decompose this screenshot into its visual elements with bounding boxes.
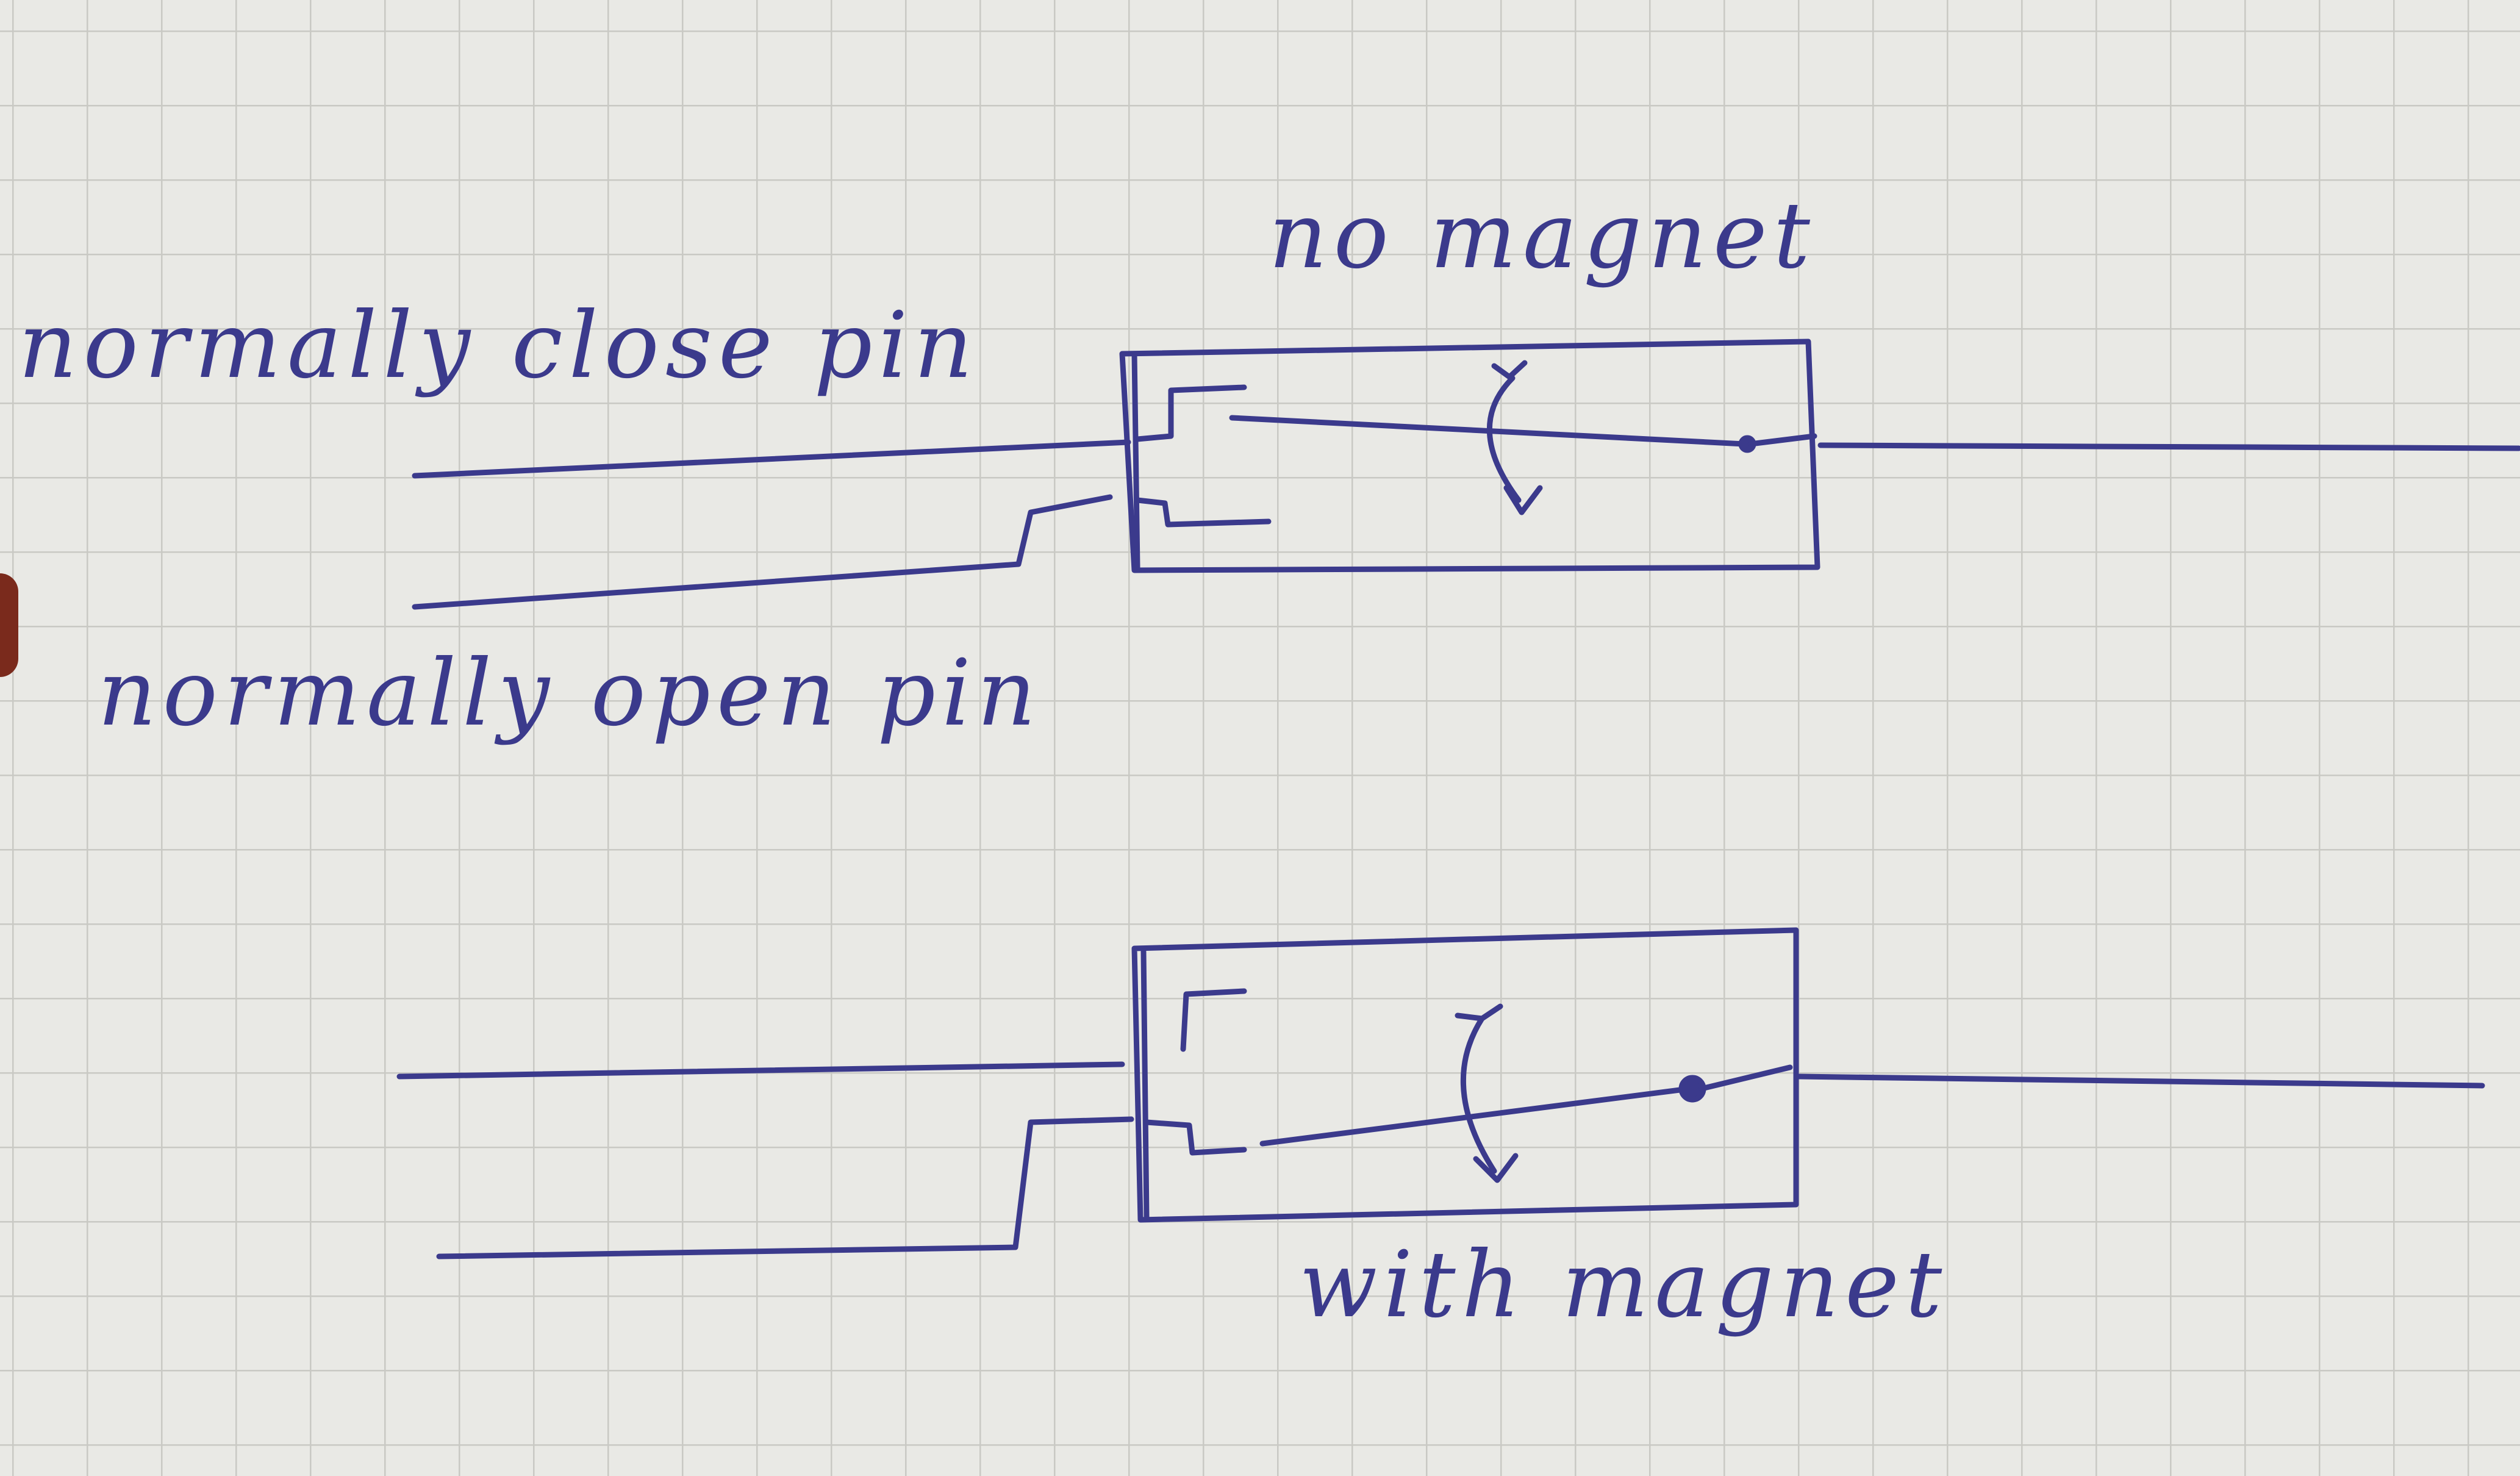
blade-to-frame-top [1747, 433, 1817, 447]
reed-blade-bottom [1259, 1086, 1692, 1147]
label-normally-close-pin: normally close pin [18, 293, 979, 399]
switch-box-top [1119, 339, 1820, 573]
switch-inner-divider-bottom [1140, 948, 1150, 1220]
reed-switch-no-magnet [412, 339, 2520, 610]
nc-contact-bottom [1180, 988, 1247, 1052]
finger-edge [0, 573, 18, 677]
blade-to-frame-bottom [1698, 1064, 1793, 1092]
no-pin-wire-bottom [436, 1116, 1134, 1259]
nc-pin-wire-top [412, 439, 1131, 479]
no-contact-top [1134, 497, 1272, 528]
no-contact-bottom [1144, 1119, 1247, 1156]
label-with-magnet: with magnet [1299, 1232, 1949, 1338]
output-wire-bottom [1796, 1073, 2485, 1089]
nc-pin-wire-bottom [396, 1061, 1125, 1080]
reed-switch-with-magnet [396, 927, 2485, 1259]
switch-box-bottom [1131, 927, 1799, 1223]
motion-arrow-bottom [1455, 1003, 1519, 1183]
no-pin-wire-top [412, 494, 1113, 610]
nc-contact-top [1134, 384, 1247, 442]
output-wire-top [1817, 442, 2520, 451]
label-normally-open-pin: normally open pin [98, 640, 1042, 747]
motion-arrow-top [1487, 360, 1543, 515]
label-no-magnet: no magnet [1269, 183, 1816, 289]
switch-inner-divider-top [1131, 351, 1140, 570]
